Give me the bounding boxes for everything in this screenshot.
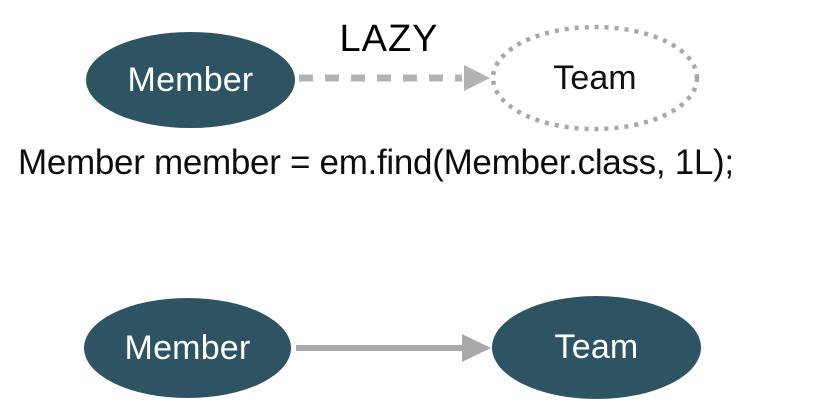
team-entity-bottom: Team xyxy=(492,296,701,399)
lazy-dashed-arrow-icon xyxy=(299,65,490,91)
solid-arrow-icon xyxy=(296,334,491,362)
member-entity-top-label: Member xyxy=(127,60,254,99)
member-entity-top: Member xyxy=(86,32,295,128)
member-entity-bottom-label: Member xyxy=(124,328,251,367)
team-entity-bottom-label: Team xyxy=(554,328,639,366)
member-entity-bottom: Member xyxy=(84,298,291,398)
team-proxy-label: Team xyxy=(553,58,637,97)
team-proxy-outline xyxy=(490,24,700,132)
lazy-edge-label: LAZY xyxy=(339,18,439,60)
code-line: Member member = em.find(Member.class, 1L… xyxy=(18,143,734,182)
